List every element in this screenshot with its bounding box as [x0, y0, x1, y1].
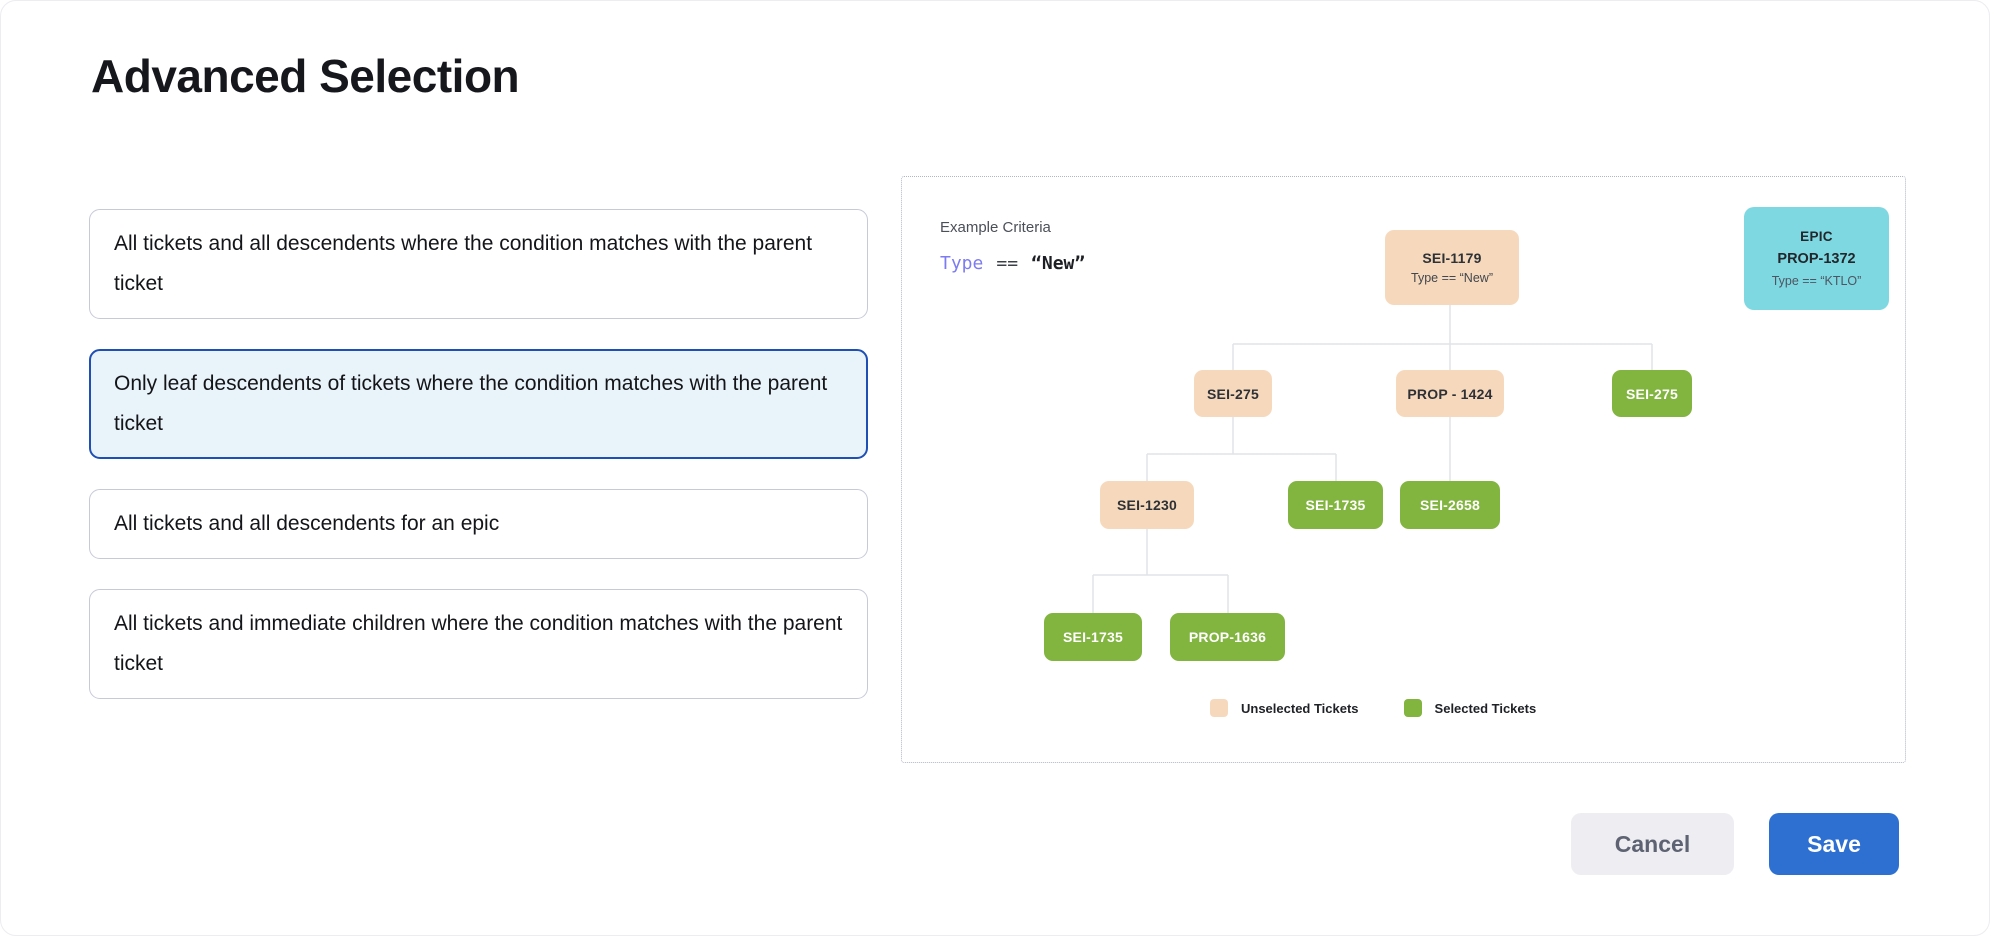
example-criteria-heading: Example Criteria — [940, 219, 1051, 236]
tree-node-label: SEI-1735 — [1305, 497, 1366, 513]
epic-card-id: PROP-1372 — [1777, 251, 1856, 267]
option-all-descendents-epic[interactable]: All tickets and all descendents for an e… — [89, 489, 868, 559]
tree-node-root: SEI-1179 Type == “New” — [1385, 230, 1519, 305]
example-preview-panel: Example Criteria Type == “New” EPIC PROP… — [901, 176, 1906, 763]
tree-node-label: SEI-275 — [1207, 385, 1259, 402]
tree-node: SEI-1230 — [1100, 481, 1194, 529]
epic-card-condition: Type == “KTLO” — [1771, 274, 1862, 288]
option-leaf-descendents-condition[interactable]: Only leaf descendents of tickets where t… — [89, 349, 868, 459]
epic-card-title: EPIC — [1800, 229, 1833, 244]
legend: Unselected Tickets Selected Tickets — [1210, 699, 1536, 717]
tree-node-label: SEI-275 — [1626, 385, 1678, 402]
example-criteria-block: Example Criteria Type == “New” — [940, 217, 1085, 274]
tree-node-label: SEI-1230 — [1117, 497, 1177, 513]
tree-node-label: SEI-2658 — [1420, 497, 1480, 513]
criteria-field: Type — [940, 253, 984, 274]
cancel-button[interactable]: Cancel — [1571, 813, 1734, 875]
tree-node: SEI-275 — [1194, 370, 1272, 417]
tree-node: SEI-1735 — [1044, 613, 1142, 661]
legend-item-selected: Selected Tickets — [1403, 699, 1537, 717]
tree-node-label: PROP-1636 — [1188, 629, 1267, 645]
selection-options-list: All tickets and all descendents where th… — [89, 209, 868, 699]
tree-node: SEI-1735 — [1288, 481, 1383, 529]
tree-node: SEI-2658 — [1400, 481, 1500, 529]
tree-connector-lines — [1092, 305, 1653, 613]
footer-actions: Cancel Save — [1571, 813, 1899, 875]
tree-node-label: SEI-1179 — [1422, 250, 1482, 266]
save-button[interactable]: Save — [1769, 813, 1899, 875]
epic-card: EPIC PROP-1372 Type == “KTLO” — [1744, 207, 1889, 310]
tree-node: PROP-1636 — [1170, 613, 1285, 661]
tree-node-label: SEI-1735 — [1063, 629, 1123, 645]
selected-swatch — [1403, 699, 1422, 717]
unselected-swatch — [1210, 699, 1228, 717]
criteria-expression: Type == “New” — [940, 253, 1085, 274]
tree-node-condition: Type == “New” — [1411, 271, 1493, 285]
legend-label: Selected Tickets — [1434, 700, 1537, 716]
legend-item-unselected: Unselected Tickets — [1210, 699, 1359, 717]
criteria-value: “New” — [1031, 253, 1086, 274]
legend-label: Unselected Tickets — [1241, 700, 1359, 716]
criteria-operator: == — [996, 253, 1019, 274]
page-title: Advanced Selection — [91, 50, 520, 102]
option-all-descendents-condition[interactable]: All tickets and all descendents where th… — [89, 209, 868, 319]
tree-node: SEI-275 — [1612, 370, 1692, 417]
tree-node-label: PROP - 1424 — [1407, 385, 1493, 402]
option-immediate-children-condition[interactable]: All tickets and immediate children where… — [89, 589, 868, 699]
tree-node: PROP - 1424 — [1396, 370, 1504, 417]
